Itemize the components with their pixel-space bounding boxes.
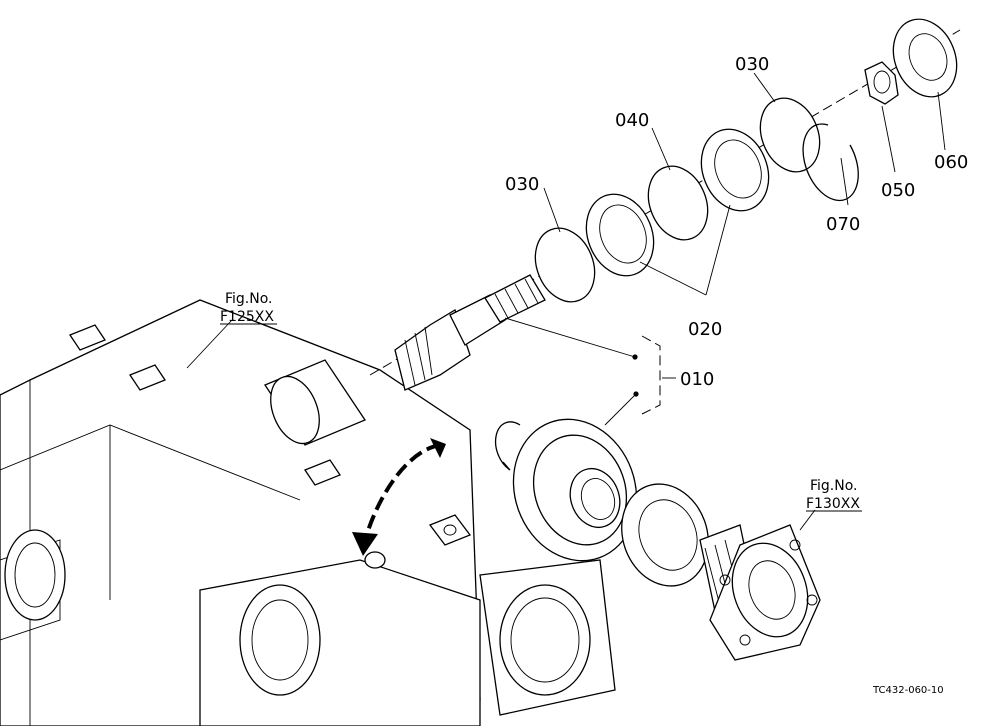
snap-ring (494, 421, 521, 471)
bevel-gear (512, 418, 638, 562)
transmission-housing (0, 299, 616, 726)
figure-ref-2-line2: F130XX (806, 496, 860, 512)
part-label-030-lower: 030 (505, 174, 539, 195)
part-label-070: 070 (826, 214, 860, 235)
ring-040 (647, 165, 709, 241)
bevel-pinion-shaft (394, 274, 546, 391)
part-label-060: 060 (934, 152, 968, 173)
figure-ref-1-line2: F125XX (220, 309, 274, 325)
figure-ref-1-line1: Fig.No. (225, 291, 273, 307)
seal-060 (892, 18, 958, 98)
lower-bearing (621, 483, 709, 587)
bearing-020-inner (585, 193, 655, 277)
drawing-code: TC432-060-10 (872, 685, 944, 696)
bearing-020-outer (700, 128, 770, 212)
housing-bore-stub (264, 359, 366, 446)
figure-ref-2-line1: Fig.No. (810, 478, 858, 494)
part-label-010: 010 (680, 369, 714, 390)
part-label-050: 050 (881, 180, 915, 201)
part-label-020: 020 (688, 319, 722, 340)
part-label-040: 040 (615, 110, 649, 131)
nut-050 (864, 61, 899, 105)
assembly-arrow (352, 438, 446, 556)
flanged-hub (699, 524, 821, 661)
leader-lines (186, 72, 946, 531)
part-label-030-upper: 030 (735, 54, 769, 75)
ring-030-lower (534, 227, 596, 303)
circlip-070 (802, 123, 859, 202)
